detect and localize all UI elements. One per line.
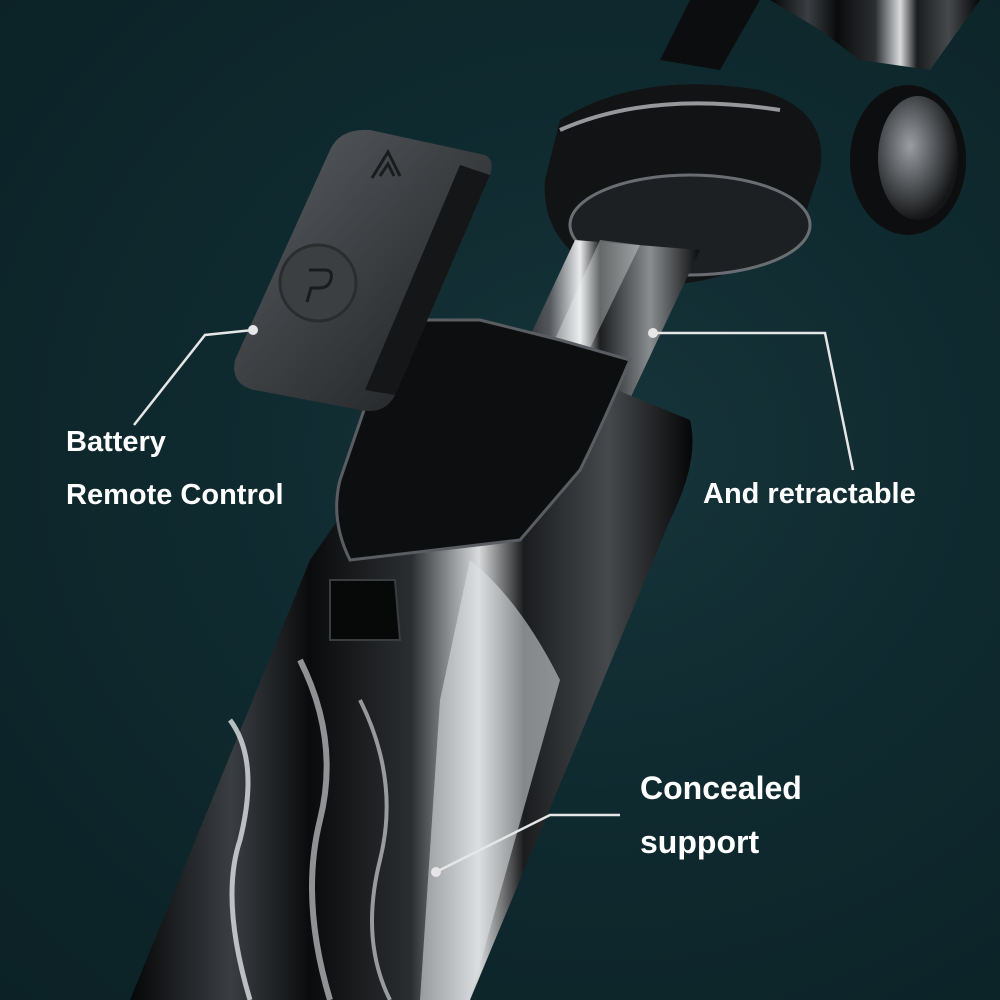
label-remote-control: Remote Control <box>66 479 284 511</box>
remote-control <box>234 129 492 412</box>
wireless-signal-icon <box>370 148 402 179</box>
label-battery: Battery <box>66 426 166 458</box>
handle-body <box>130 318 693 1000</box>
leader-lines <box>133 325 855 877</box>
bluetooth-shutter-icon <box>278 243 358 323</box>
phone-clamp-head <box>544 0 980 285</box>
label-support: support <box>640 824 760 860</box>
label-concealed: Concealed <box>640 770 802 806</box>
leader-line-support <box>435 813 620 874</box>
leader-line-battery <box>133 328 254 426</box>
leader-line-retractable <box>653 331 855 471</box>
label-retractable: And retractable <box>703 478 916 510</box>
